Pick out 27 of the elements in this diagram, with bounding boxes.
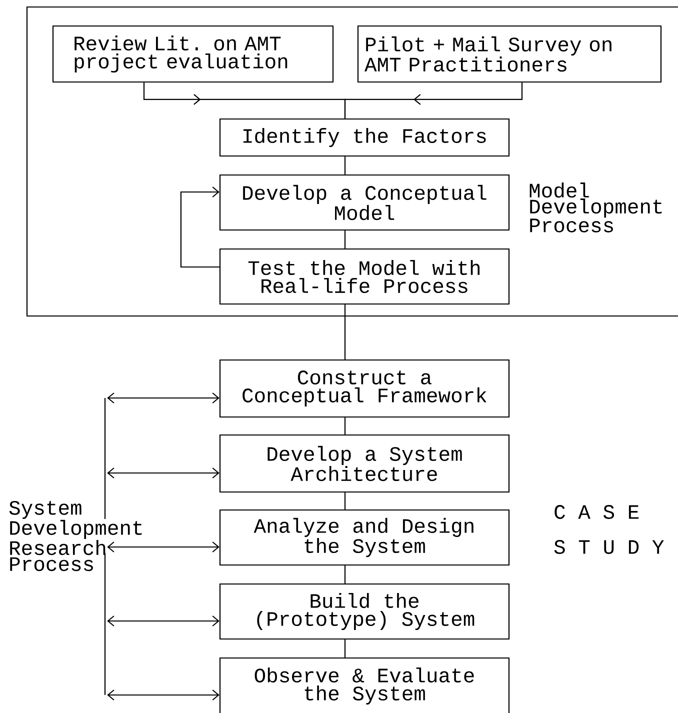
process-box: Develop a Conceptual Model [219,174,510,231]
arrow [107,468,220,478]
process-box: Develop a System Architecture [219,434,510,493]
process-box: Test the Model with Real-life Process [219,248,510,305]
connector-line [344,418,346,434]
connector-line [344,156,346,174]
connector-line [344,566,346,584]
connector-line [344,304,346,360]
process-box: Identify the Factors [219,118,510,157]
connector-line [344,230,346,248]
arrow [107,616,220,626]
connector-line [344,492,346,510]
arrow [107,542,220,552]
arrow [180,186,220,268]
arrow [107,392,220,404]
process-box: Construct a Conceptual Framework [219,359,510,418]
process-box: Observe & Evaluate the System [219,657,510,713]
side-label: S T U D Y [554,540,664,554]
side-label: System Development Research Process [9,500,142,572]
process-box: Analyze and Design the System [219,509,510,566]
side-label: C A S E [554,505,639,519]
arrow [107,690,220,700]
process-box: Pilot + Mail Survey on AMT Practitioners [357,25,662,83]
process-box: Build the (Prototype) System [219,583,510,640]
side-label: Model Development Process [530,182,662,232]
process-box: Review Lit. on AMT project evaluation [52,25,334,83]
connector-line [344,640,346,658]
